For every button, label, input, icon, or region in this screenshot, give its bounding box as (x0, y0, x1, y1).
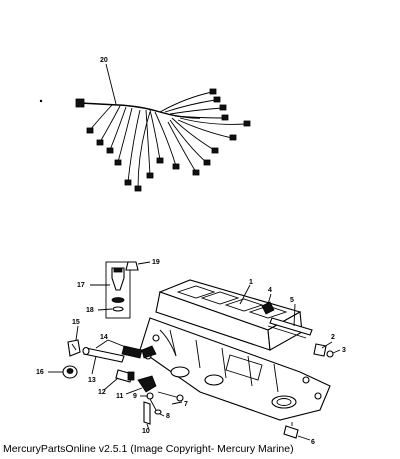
harness-connector-icon (75, 98, 85, 108)
callout-7: 7 (184, 401, 188, 408)
callout-13: 13 (88, 377, 96, 384)
part-8-washer: 8 (154, 409, 170, 420)
part-16-grommet: 16 (36, 365, 78, 379)
part-11-elbow: 11 (116, 375, 157, 400)
callout-6: 6 (311, 439, 315, 446)
injector-assembly: 17 18 (77, 261, 131, 319)
part-2-bolt: 2 (313, 334, 335, 357)
callout-9: 9 (133, 393, 137, 400)
part-12-sensor: 12 (98, 369, 135, 396)
part-7-stud: 7 (157, 391, 188, 408)
intake-manifold: 1 (139, 279, 331, 421)
part-5-rail: 5 (267, 297, 313, 339)
callout-20: 20 (100, 57, 108, 64)
part-15-bracket: 15 (67, 319, 81, 357)
part-3-washer: 3 (326, 347, 346, 358)
copyright-footer: MercuryPartsOnline v2.5.1 (Image Copyrig… (3, 443, 294, 455)
callout-2: 2 (331, 334, 335, 341)
part-19-cap: 19 (125, 259, 160, 271)
wiring-harness: 20 (39, 57, 251, 192)
callout-17: 17 (77, 282, 85, 289)
callout-18: 18 (86, 307, 94, 314)
part-4-clip: 4 (261, 287, 275, 315)
part-9-bolt: 9 (133, 392, 157, 411)
callout-10: 10 (142, 428, 150, 435)
callout-14: 14 (100, 334, 108, 341)
callout-4: 4 (268, 287, 272, 294)
callout-5: 5 (290, 297, 294, 304)
callout-3: 3 (342, 347, 346, 354)
part-10-bolt: 10 (142, 401, 151, 435)
callout-16: 16 (36, 369, 44, 376)
part-13-tube: 13 (82, 346, 125, 384)
part-6-fitting: 6 (283, 422, 315, 446)
callout-11: 11 (116, 393, 124, 400)
callout-19: 19 (152, 259, 160, 266)
callout-8: 8 (166, 413, 170, 420)
callout-15: 15 (72, 319, 80, 326)
callout-1: 1 (249, 279, 253, 286)
part-14-fitting: 14 (95, 334, 157, 359)
callout-12: 12 (98, 389, 106, 396)
